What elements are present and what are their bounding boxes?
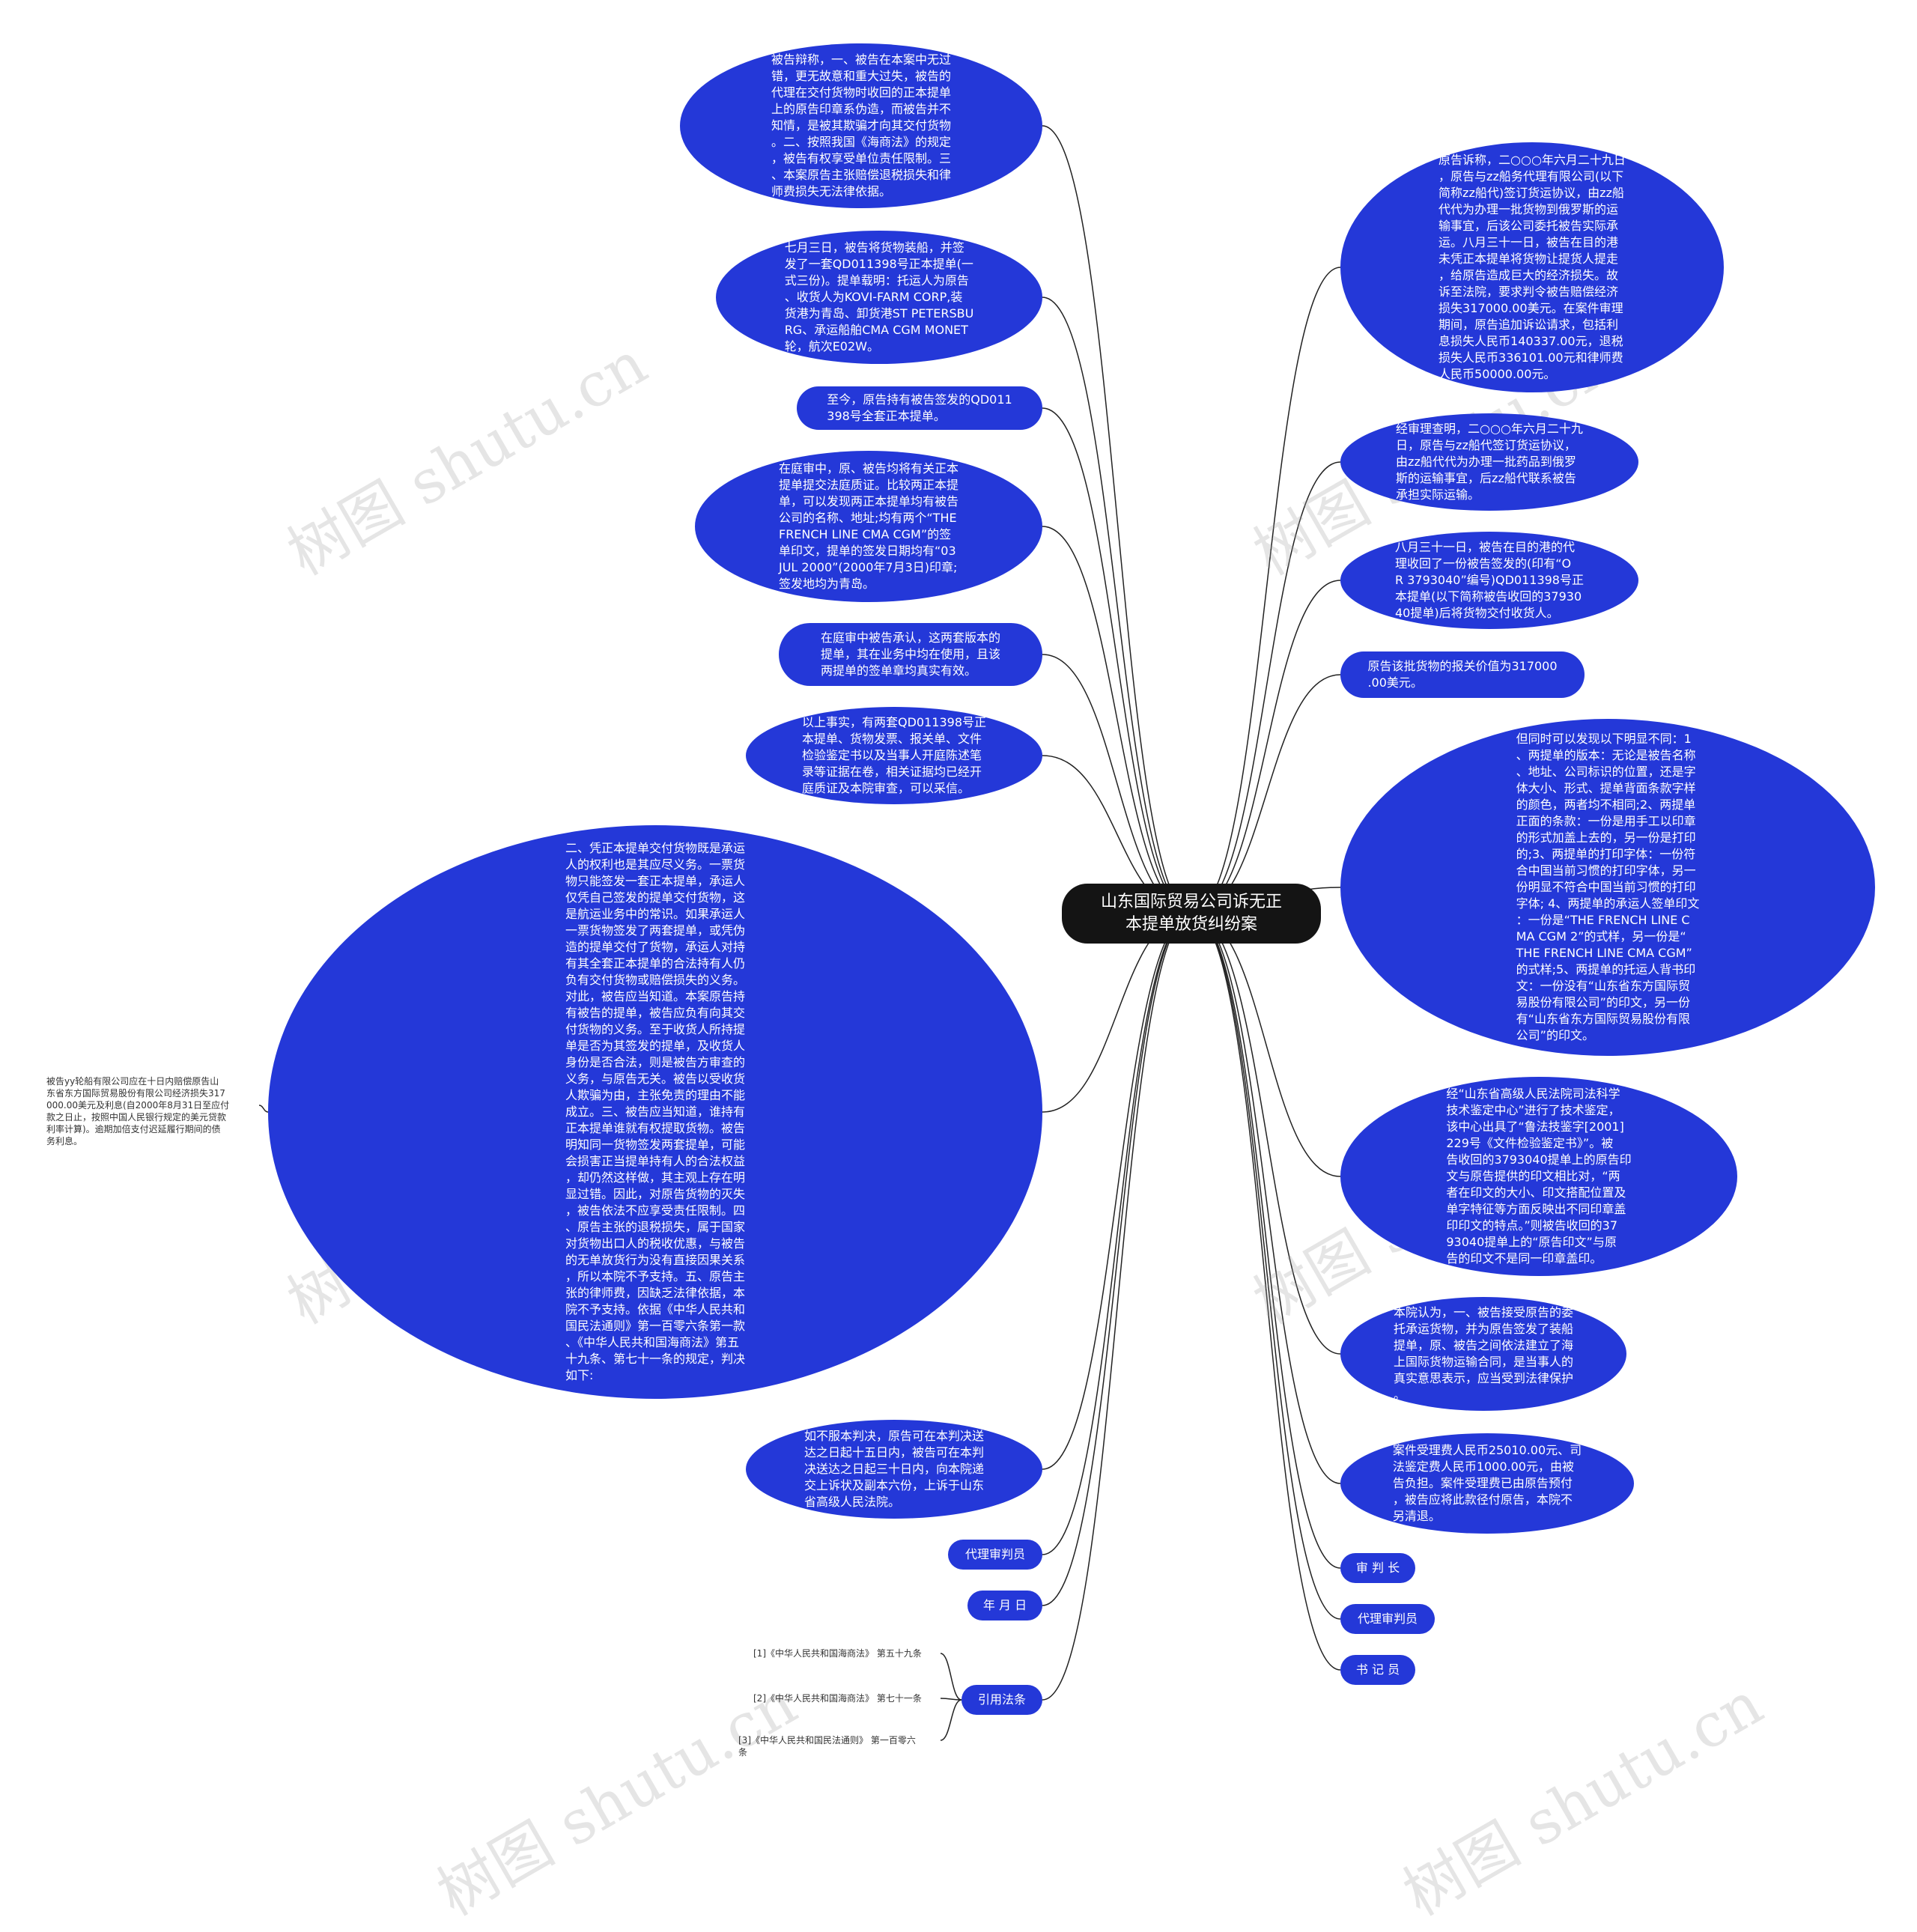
connector-line — [1042, 913, 1193, 1701]
agent-judge-left-label: 代理审判员 — [964, 1547, 1025, 1561]
shipment-text: 七月三日，被告将货物装船，并签 发了一套QD011398号正本提单(一 式三份)… — [784, 240, 974, 353]
citations-node[interactable]: 引用法条 — [961, 1685, 1042, 1715]
connector-line — [1191, 913, 1341, 1671]
forensic-node[interactable]: 经“山东省高级人民法院司法科学 技术鉴定中心”进行了技术鉴定， 该中心出具了“鲁… — [1340, 1077, 1737, 1276]
appeal-node[interactable]: 如不服本判决，原告可在本判决送 达之日起十五日内，被告可在本判 决送达之日起三十… — [746, 1420, 1042, 1519]
connector-line — [1042, 407, 1193, 914]
connector-line — [1191, 461, 1341, 914]
value-text: 原告该批货物的报关价值为317000 .00美元。 — [1367, 659, 1558, 690]
connector-line — [258, 1105, 269, 1113]
connector-line — [1042, 297, 1193, 914]
agent-judge-left-node[interactable]: 代理审判员 — [948, 1540, 1042, 1570]
connector-line — [1042, 125, 1193, 914]
court-compare-node[interactable]: 在庭审中，原、被告均将有关正本 提单提交法庭质证。比较两正本提 单，可以发现两正… — [695, 451, 1042, 602]
court-compare-text: 在庭审中，原、被告均将有关正本 提单提交法庭质证。比较两正本提 单，可以发现两正… — [778, 461, 958, 591]
aug31-node[interactable]: 八月三十一日，被告在目的港的代 理收回了一份被告签发的(印有“O R 37930… — [1340, 532, 1638, 629]
finding-node[interactable]: 经审理查明，二○○○年六月二十九 日，原告与zz船代签订货运协议， 由zz船代代… — [1340, 413, 1638, 511]
root-topic[interactable]: 山东国际贸易公司诉无正 本提单放货纠纷案 — [1062, 884, 1321, 944]
agent-judge-right-label: 代理审判员 — [1357, 1611, 1418, 1626]
differences-node[interactable]: 但同时可以发现以下明显不同：1 、两提单的版本：无论是被告名称 、地址、公司标识… — [1340, 719, 1875, 1056]
connector-line — [1191, 913, 1341, 1569]
connector-line — [1191, 580, 1341, 914]
admission-node[interactable]: 在庭审中被告承认，这两套版本的 提单，其在业务中均在使用，且该 两提单的签单章均… — [779, 623, 1042, 686]
chief-judge-node[interactable]: 审 判 长 — [1340, 1553, 1415, 1583]
holding-text: 至今，原告持有被告签发的QD011 398号全套正本提单。 — [827, 392, 1012, 423]
fees-text: 案件受理费人民币25010.00元、司 法鉴定费人民币1000.00元，由被 告… — [1392, 1443, 1582, 1523]
fees-node[interactable]: 案件受理费人民币25010.00元、司 法鉴定费人民币1000.00元，由被 告… — [1340, 1433, 1634, 1534]
claim-node[interactable]: 原告诉称，二○○○年六月二十九日 ，原告与zz船务代理有限公司(以下 简称zz船… — [1340, 142, 1724, 392]
date-label: 年 月 日 — [982, 1598, 1027, 1612]
holding-node[interactable]: 至今，原告持有被告签发的QD011 398号全套正本提单。 — [797, 386, 1042, 430]
facts-text: 以上事实，有两套QD011398号正 本提单、货物发票、报关单、文件 检验鉴定书… — [802, 715, 986, 795]
chief-judge-label: 审 判 长 — [1355, 1561, 1400, 1575]
value-node[interactable]: 原告该批货物的报关价值为317000 .00美元。 — [1340, 651, 1585, 698]
connector-line — [1042, 526, 1193, 914]
connector-line — [1191, 267, 1341, 914]
citation-ref[interactable]: [3]《中华人民共和国民法通则》 第一百零六 条 — [738, 1735, 916, 1758]
defense-node[interactable]: 被告辩称，一、被告在本案中无过 错，更无故意和重大过失，被告的 代理在交付货物时… — [680, 43, 1042, 208]
connector-line — [1191, 913, 1341, 1620]
reasoning-text: 二、凭正本提单交付货物既是承运 人的权利也是其应尽义务。一票货 物只能签发一套正… — [565, 841, 745, 1382]
connector-line — [1042, 913, 1193, 1555]
citation-ref[interactable]: [1]《中华人民共和国海商法》 第五十九条 — [753, 1648, 922, 1659]
connector-line — [1042, 654, 1193, 914]
connector-line — [940, 1698, 962, 1701]
citations-label: 引用法条 — [977, 1692, 1026, 1707]
connector-line — [1042, 913, 1193, 1606]
connector-line — [1191, 674, 1341, 914]
facts-node[interactable]: 以上事实，有两套QD011398号正 本提单、货物发票、报关单、文件 检验鉴定书… — [746, 707, 1042, 804]
clerk-label: 书 记 员 — [1355, 1662, 1400, 1677]
connector-line — [1191, 913, 1341, 1484]
differences-text: 但同时可以发现以下明显不同：1 、两提单的版本：无论是被告名称 、地址、公司标识… — [1516, 732, 1700, 1042]
shipment-node[interactable]: 七月三日，被告将货物装船，并签 发了一套QD011398号正本提单(一 式三份)… — [716, 231, 1042, 364]
verdict-text: 被告yy轮船有限公司应在十日内赔偿原告山 东省东方国际贸易股份有限公司经济损失3… — [46, 1076, 230, 1146]
clerk-node[interactable]: 书 记 员 — [1340, 1655, 1415, 1685]
reasoning-node[interactable]: 二、凭正本提单交付货物既是承运 人的权利也是其应尽义务。一票货 物只能签发一套正… — [268, 825, 1042, 1399]
root-title: 山东国际贸易公司诉无正 本提单放货纠纷案 — [1100, 893, 1282, 934]
claim-text: 原告诉称，二○○○年六月二十九日 ，原告与zz船务代理有限公司(以下 简称zz船… — [1438, 153, 1626, 381]
appeal-text: 如不服本判决，原告可在本判决送 达之日起十五日内，被告可在本判 决送达之日起三十… — [803, 1429, 984, 1509]
aug31-text: 八月三十一日，被告在目的港的代 理收回了一份被告签发的(印有“O R 37930… — [1395, 540, 1584, 620]
connector-line — [1042, 913, 1193, 1470]
agent-judge-right-node[interactable]: 代理审判员 — [1340, 1604, 1435, 1634]
connector-line — [940, 1699, 962, 1741]
citation-ref[interactable]: [2]《中华人民共和国海商法》 第七十一条 — [753, 1693, 922, 1704]
date-node[interactable]: 年 月 日 — [967, 1591, 1042, 1620]
connector-line — [940, 1653, 962, 1701]
opinion-text: 本院认为，一、被告接受原告的委 托承运货物，并为原告签发了装船 提单，原、被告之… — [1393, 1305, 1573, 1402]
opinion-node[interactable]: 本院认为，一、被告接受原告的委 托承运货物，并为原告签发了装船 提单，原、被告之… — [1340, 1297, 1626, 1411]
defense-text: 被告辩称，一、被告在本案中无过 错，更无故意和重大过失，被告的 代理在交付货物时… — [771, 52, 951, 198]
admission-text: 在庭审中被告承认，这两套版本的 提单，其在业务中均在使用，且该 两提单的签单章均… — [820, 631, 1000, 678]
forensic-text: 经“山东省高级人民法院司法科学 技术鉴定中心”进行了技术鉴定， 该中心出具了“鲁… — [1446, 1087, 1632, 1266]
finding-text: 经审理查明，二○○○年六月二十九 日，原告与zz船代签订货运协议， 由zz船代代… — [1396, 422, 1583, 502]
